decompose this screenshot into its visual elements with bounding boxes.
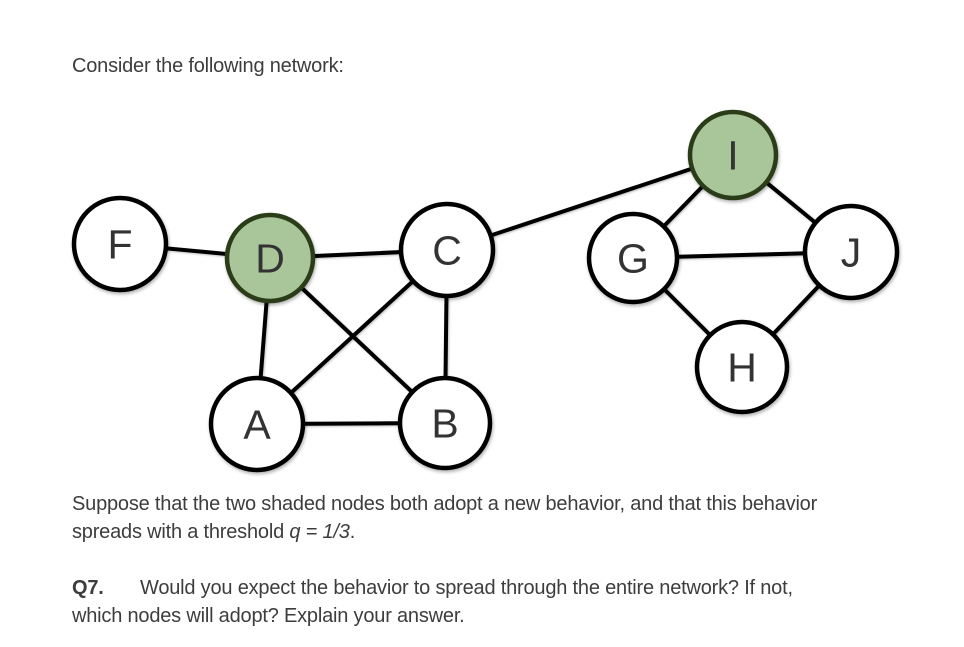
node-label-J: J: [841, 229, 862, 275]
question-line2: which nodes will adopt? Explain your ans…: [72, 605, 465, 627]
scenario-line2-prefix: spreads with a threshold: [72, 521, 290, 543]
edge-C-I: [445, 153, 735, 252]
node-circle-F: [71, 195, 169, 293]
question-number: Q7.: [72, 577, 104, 599]
node-label-G: G: [617, 235, 649, 281]
node-label-H: H: [727, 344, 757, 390]
node-C: C: [398, 201, 496, 299]
intro-text: Consider the following network:: [72, 55, 344, 77]
node-circle-A: [208, 375, 306, 473]
node-G: G: [586, 211, 680, 305]
node-circle-G: [586, 211, 680, 305]
question-block: Q7. Would you expect the behavior to spre…: [72, 574, 793, 630]
node-label-C: C: [432, 227, 462, 273]
node-label-I: I: [727, 132, 738, 178]
threshold-value: q = 1/3: [289, 521, 350, 543]
node-circle-J: [802, 203, 900, 301]
node-label-D: D: [255, 235, 285, 281]
scenario-line1: Suppose that the two shaded nodes both a…: [72, 493, 818, 515]
node-circle-H: [694, 319, 790, 415]
node-F: F: [71, 195, 169, 293]
node-A: A: [208, 375, 306, 473]
node-H: H: [694, 319, 790, 415]
node-circle-C: [398, 201, 496, 299]
question-line1: Would you expect the behavior to spread …: [140, 577, 793, 599]
node-label-F: F: [107, 221, 132, 267]
scenario-line2-suffix: .: [349, 521, 356, 543]
node-circle-B: [397, 375, 493, 471]
node-D-shaded: D: [224, 212, 316, 304]
scenario-text: Suppose that the two shaded nodes both a…: [72, 490, 817, 546]
node-I-shaded: I: [687, 109, 779, 201]
node-label-A: A: [243, 401, 271, 447]
node-B: B: [397, 375, 493, 471]
node-J: J: [802, 203, 900, 301]
node-circle-D: [224, 212, 316, 304]
node-label-B: B: [431, 400, 458, 446]
node-circle-I: [687, 109, 779, 201]
